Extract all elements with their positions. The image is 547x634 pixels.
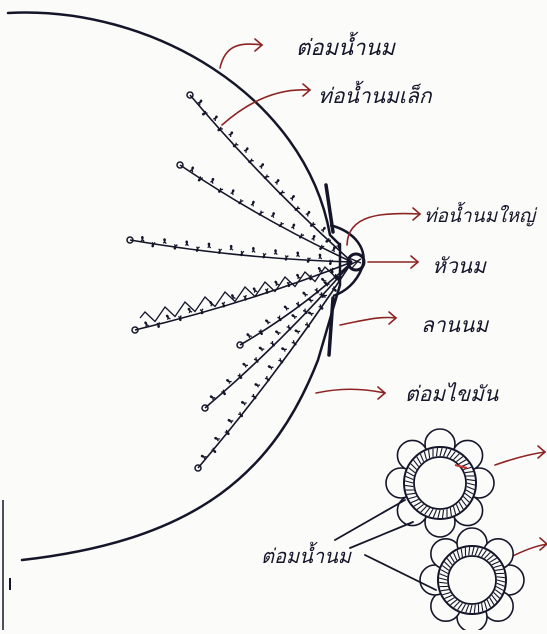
gland-circle-lower [420,528,524,630]
arrow-shaft [340,317,396,325]
label-gland-detail: ต่อมน้ำนม [261,540,351,572]
label-mammary-gland: ต่อมน้ำนม [296,30,395,65]
duct-line [190,95,352,262]
arrow-shaft [222,90,310,125]
gland-lumen [448,556,496,604]
arrow-4 [368,256,418,268]
duct-3 [127,237,352,265]
milk-ducts [127,92,352,471]
arrow-2 [222,84,310,125]
label-areola: ลานนม [421,309,488,342]
breast-outline [8,13,340,560]
duct-lobules [198,100,341,248]
duct-4 [132,262,352,333]
duct-lobules [210,276,339,400]
duct-line [198,262,352,468]
gland-detail [386,429,524,630]
duct-lobules [145,268,333,328]
arrow-shaft [220,44,262,68]
label-nipple: หัวนม [432,250,486,283]
arrow-6 [316,387,385,399]
label-large-duct: ท่อน้ำนมใหญ่ [424,201,535,231]
arrow-7 [495,446,545,465]
label-small-duct: ท่อน้ำนมเล็ก [318,80,432,113]
arrow-shaft [316,389,385,393]
gland-circle-upper [386,429,494,537]
arrow-1 [220,39,262,68]
label-fat-gland: ต่อมไขมัน [405,378,498,411]
arrow-5 [340,312,396,325]
duct-6 [195,262,352,471]
arrow-3 [347,208,420,245]
